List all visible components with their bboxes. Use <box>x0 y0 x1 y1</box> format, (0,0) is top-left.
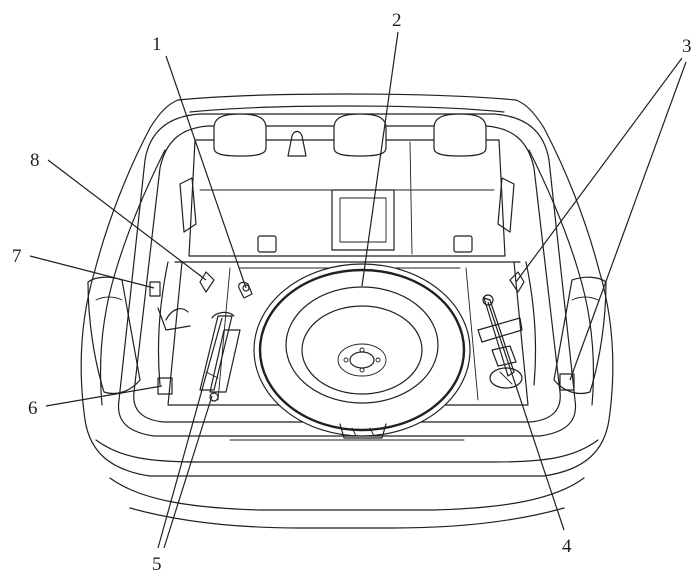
leader-3a <box>515 57 683 283</box>
callout-8: 8 <box>30 150 40 171</box>
leader-lines <box>29 31 687 549</box>
tie-down-hook-icon <box>149 271 575 395</box>
jack-icon <box>477 294 523 389</box>
leader-6 <box>45 385 163 407</box>
callout-4: 4 <box>562 536 572 557</box>
callout-6: 6 <box>28 398 38 419</box>
callout-1: 1 <box>152 34 162 55</box>
headrest-icon <box>333 113 387 157</box>
leader-7 <box>29 255 155 289</box>
spare-tire-icon <box>253 263 471 439</box>
leader-4 <box>487 301 565 531</box>
callout-3: 3 <box>682 36 692 57</box>
leader-3b <box>569 61 687 381</box>
leader-5a <box>157 317 223 549</box>
leader-8 <box>47 159 207 281</box>
callout-labels: 1 2 3 4 5 6 7 8 <box>12 10 692 575</box>
headrest-icon <box>213 113 267 157</box>
wheel-wrench-icon <box>199 311 241 402</box>
callout-2: 2 <box>392 10 402 31</box>
rear-seat <box>179 113 515 257</box>
leader-1 <box>165 55 247 289</box>
callout-5: 5 <box>152 554 162 575</box>
leader-2 <box>361 31 399 287</box>
leader-5b <box>163 395 213 549</box>
callout-7: 7 <box>12 246 22 267</box>
headrest-icon <box>433 113 487 157</box>
